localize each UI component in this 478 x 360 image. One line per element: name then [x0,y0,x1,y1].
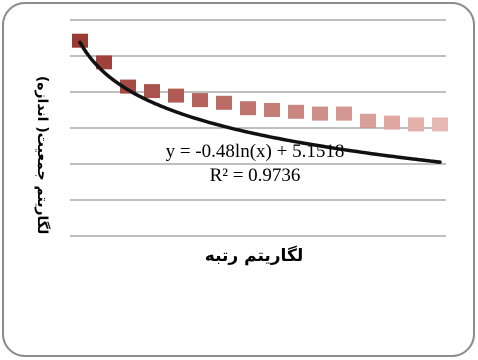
data-point [96,55,112,70]
trendline [78,40,442,164]
data-point [408,117,424,132]
data-point [264,103,280,117]
data-markers [72,33,448,132]
data-point [216,95,232,110]
data-point [120,79,136,94]
gridlines [70,19,446,237]
data-point [432,117,448,132]
data-point [384,115,400,130]
data-point [168,88,184,103]
data-point [240,101,256,116]
data-point [312,106,328,121]
data-point [288,104,304,119]
data-point [336,106,352,121]
data-point [144,84,160,99]
y-axis-label: لگاریتم جمعیت( اندازه) [34,76,51,234]
data-point [192,93,208,108]
trendline-equation: y = -0.48ln(x) + 5.1518 [166,141,345,162]
r-squared: R² = 0.9736 [210,165,301,186]
x-axis-label: لگاریتم رتبه [205,245,303,266]
data-point [360,113,376,128]
